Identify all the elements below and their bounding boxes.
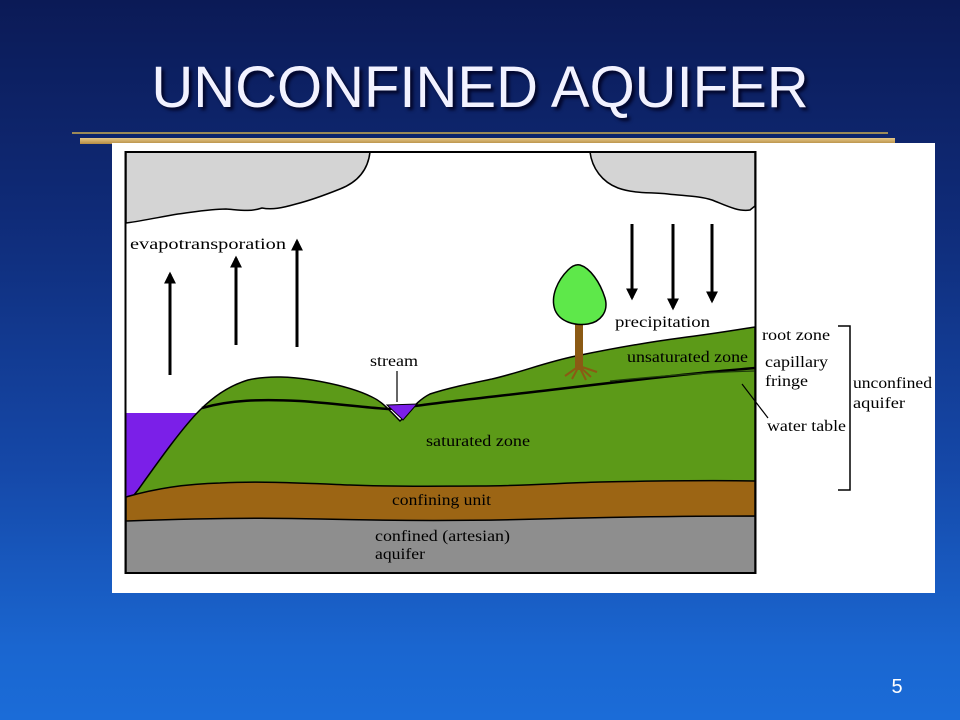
label-stream: stream [370, 353, 419, 370]
label-evapotranspiration: evapotransporation [130, 236, 286, 253]
label-confined-aquifer-line1: confined (artesian) [375, 528, 510, 545]
label-capillary-fringe-line2: fringe [765, 373, 808, 390]
water-table-line [201, 366, 756, 411]
aquifer-diagram: evapotransporation precipitation stream … [112, 143, 935, 593]
tree-crown [552, 264, 607, 326]
label-precipitation: precipitation [615, 314, 710, 331]
capillary-fringe-line [609, 370, 756, 382]
precipitation-arrows [626, 224, 718, 311]
label-unsaturated-zone: unsaturated zone [627, 349, 748, 366]
diagram-frame [124, 151, 757, 574]
label-confined-aquifer-line2: aquifer [375, 546, 426, 563]
stream-water [385, 403, 419, 421]
tree-roots [564, 365, 598, 381]
evapotranspiration-arrows [164, 238, 303, 375]
unconfined-aquifer-bracket [838, 325, 851, 491]
slide-title: UNCONFINED AQUIFER [151, 55, 809, 120]
tree [552, 264, 607, 381]
slide-number: 5 [891, 676, 903, 698]
title-rule-dark [72, 132, 888, 134]
confined-aquifer-layer [125, 515, 756, 574]
label-unconfined-aquifer-line2: aquifer [853, 395, 906, 412]
label-confining-unit: confining unit [392, 492, 492, 509]
label-saturated-zone: saturated zone [426, 433, 530, 450]
aquifer-diagram-svg: evapotransporation precipitation stream … [124, 151, 932, 574]
clouds [125, 151, 756, 224]
diagram-labels: evapotransporation precipitation stream … [130, 236, 932, 563]
cloud-right [589, 151, 756, 212]
label-unconfined-aquifer-line1: unconfined [853, 375, 932, 392]
title-rule-gold [80, 138, 895, 144]
label-capillary-fringe-line1: capillary [765, 354, 828, 371]
cloud-left [125, 151, 371, 224]
label-water-table: water table [767, 418, 846, 435]
tree-trunk [575, 318, 583, 370]
label-root-zone: root zone [762, 327, 830, 344]
